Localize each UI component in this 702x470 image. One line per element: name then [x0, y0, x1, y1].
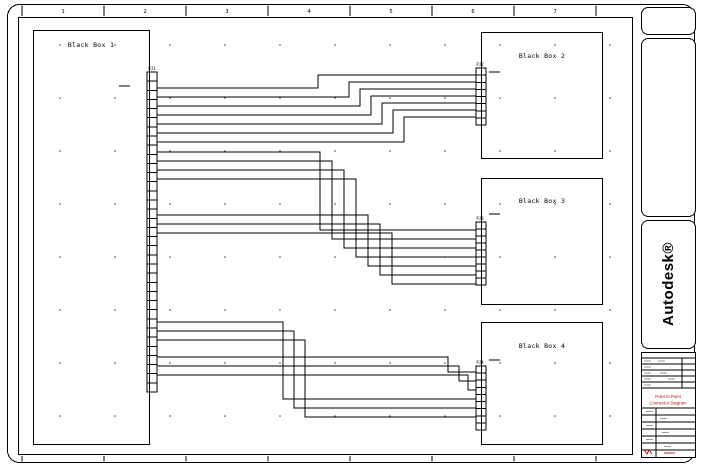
autodesk-panel	[641, 220, 696, 349]
wire[interactable]	[157, 223, 476, 276]
wire[interactable]	[157, 102, 476, 125]
wire-harness[interactable]	[157, 74, 476, 418]
ruler-number: 2	[143, 9, 146, 15]
connector-pj3-body[interactable]	[475, 221, 487, 286]
connector-label-pj2: PJ2	[476, 62, 484, 67]
side-panel-middle	[641, 38, 696, 217]
wire[interactable]	[157, 81, 476, 98]
connector-label-pj4: PJ4	[476, 360, 484, 365]
black-box-4-label: Black Box 4	[519, 342, 565, 350]
black-box-1[interactable]: Black Box 1	[33, 30, 150, 445]
wire[interactable]	[157, 232, 476, 285]
wire[interactable]	[157, 178, 476, 258]
titleblock-title-line2: Connector Diagram	[649, 401, 687, 406]
wire[interactable]	[157, 116, 476, 143]
connector-pj1[interactable]	[146, 71, 158, 393]
connector-pj4-body[interactable]	[475, 365, 487, 431]
grid-dots	[19, 18, 632, 454]
connector-label-pj3: PJ3	[476, 216, 484, 221]
black-box-2[interactable]: Black Box 2	[481, 32, 603, 159]
ruler	[21, 5, 597, 462]
black-box-3-outline[interactable]	[481, 178, 603, 305]
wire[interactable]	[157, 356, 476, 373]
connector-labels: PJ1 PJ2 PJ3 PJ4	[148, 62, 484, 365]
connector-pj4[interactable]	[475, 365, 487, 431]
black-box-4-outline[interactable]	[481, 322, 603, 445]
connector-label-pj1: PJ1	[148, 66, 156, 71]
titleblock: Point to Point Connector Diagram	[641, 352, 696, 458]
black-box-4[interactable]: Black Box 4	[481, 322, 603, 445]
ruler-numbers: 1 2 3 4 5 6 7	[61, 9, 556, 15]
ruler-number: 4	[307, 9, 311, 15]
wire[interactable]	[157, 321, 476, 400]
wire[interactable]	[157, 169, 476, 249]
wire[interactable]	[157, 374, 476, 391]
wire[interactable]	[157, 160, 476, 240]
ruler-number: 3	[225, 9, 228, 15]
ruler-number: 7	[553, 9, 556, 15]
wire[interactable]	[157, 214, 476, 267]
autodesk-logo: Autodesk®	[660, 242, 677, 326]
black-box-3-label: Black Box 3	[519, 197, 565, 205]
black-box-1-outline[interactable]	[33, 30, 150, 445]
black-box-2-label: Black Box 2	[519, 52, 565, 60]
black-box-1-label: Black Box 1	[68, 41, 114, 49]
side-panel-top	[641, 7, 696, 35]
wire[interactable]	[157, 330, 476, 409]
titleblock-red-mark	[643, 449, 653, 455]
black-box-3[interactable]: Black Box 3	[481, 178, 603, 305]
ruler-number: 5	[389, 9, 392, 15]
connector-pj1-body[interactable]	[146, 71, 158, 393]
connectors[interactable]	[146, 67, 487, 431]
titleblock-title-line1: Point to Point	[655, 394, 681, 399]
wire[interactable]	[157, 88, 476, 107]
wire[interactable]	[157, 109, 476, 134]
titleblock-grid	[641, 357, 696, 458]
ruler-number: 6	[471, 9, 474, 15]
wire[interactable]	[157, 151, 476, 231]
connector-pj3[interactable]	[475, 221, 487, 286]
wire[interactable]	[157, 74, 476, 89]
wire[interactable]	[157, 339, 476, 418]
wire[interactable]	[157, 95, 476, 116]
ruler-number: 1	[61, 9, 64, 15]
black-box-2-outline[interactable]	[481, 32, 603, 159]
